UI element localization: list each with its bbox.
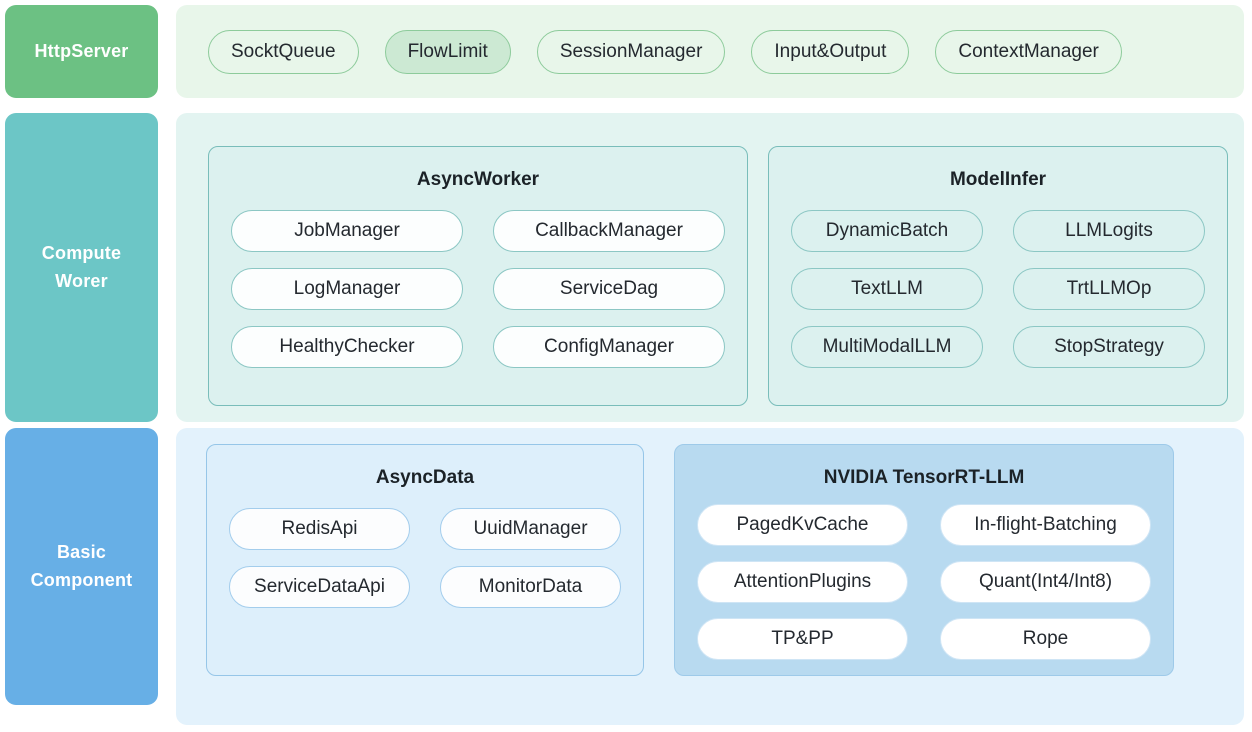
component-label: LLMLogits: [1065, 220, 1153, 241]
component-label: SocktQueue: [231, 40, 336, 62]
group-async-worker: AsyncWorker JobManager CallbackManager L…: [208, 146, 748, 406]
component-monitor-data[interactable]: MonitorData: [440, 566, 621, 608]
component-llm-logits[interactable]: LLMLogits: [1013, 210, 1205, 252]
category-http-server: HttpServer: [5, 5, 158, 98]
component-quant-int4-int8[interactable]: Quant(Int4/Int8): [940, 561, 1151, 603]
component-stop-strategy[interactable]: StopStrategy: [1013, 326, 1205, 368]
component-service-dag[interactable]: ServiceDag: [493, 268, 725, 310]
component-label: TextLLM: [851, 278, 923, 299]
component-config-manager[interactable]: ConfigManager: [493, 326, 725, 368]
component-rope[interactable]: Rope: [940, 618, 1151, 660]
component-label: TrtLLMOp: [1066, 278, 1152, 299]
component-trt-llm-op[interactable]: TrtLLMOp: [1013, 268, 1205, 310]
category-compute-worker-label-line2: Worer: [55, 270, 108, 291]
component-label: ServiceDataApi: [254, 576, 385, 597]
component-context-manager[interactable]: ContextManager: [935, 29, 1122, 74]
component-label: In-flight-Batching: [974, 514, 1117, 535]
component-healthy-checker[interactable]: HealthyChecker: [231, 326, 463, 368]
component-redis-api[interactable]: RedisApi: [229, 508, 410, 550]
component-callback-manager[interactable]: CallbackManager: [493, 210, 725, 252]
component-dynamic-batch[interactable]: DynamicBatch: [791, 210, 983, 252]
component-label: ConfigManager: [544, 336, 674, 357]
component-multi-modal-llm[interactable]: MultiModalLLM: [791, 326, 983, 368]
basic-component-band: AsyncData RedisApi UuidManager ServiceDa…: [176, 428, 1244, 725]
group-nvidia-tensorrt-llm-title: NVIDIA TensorRT-LLM: [823, 467, 1025, 488]
component-label: Rope: [1022, 628, 1069, 649]
component-label: ServiceDag: [559, 278, 659, 299]
component-flow-limit[interactable]: FlowLimit: [384, 29, 511, 74]
component-label: TP&PP: [771, 628, 834, 649]
component-session-manager[interactable]: SessionManager: [536, 29, 726, 74]
component-label: AttentionPlugins: [733, 571, 872, 592]
group-nvidia-tensorrt-llm-items: PagedKvCache In-flight-Batching Attentio…: [697, 504, 1151, 660]
component-in-flight-batching[interactable]: In-flight-Batching: [940, 504, 1151, 546]
group-model-infer-items: DynamicBatch LLMLogits TextLLM TrtLLMOp …: [791, 210, 1205, 387]
component-label: SessionManager: [559, 40, 703, 62]
component-sockt-queue[interactable]: SocktQueue: [208, 29, 359, 74]
component-label: HealthyChecker: [279, 336, 415, 357]
group-async-data-items: RedisApi UuidManager ServiceDataApi Moni…: [229, 508, 621, 657]
component-label: ContextManager: [958, 40, 1099, 62]
component-label: UuidManager: [473, 518, 588, 539]
category-basic-component-label-line2: Component: [30, 569, 133, 590]
component-label: DynamicBatch: [825, 220, 949, 241]
group-async-data-title: AsyncData: [375, 467, 475, 488]
component-paged-kv-cache[interactable]: PagedKvCache: [697, 504, 908, 546]
category-basic-component: Basic Component: [5, 428, 158, 705]
component-label: RedisApi: [281, 518, 358, 539]
component-label: Input&Output: [774, 40, 887, 62]
component-text-llm[interactable]: TextLLM: [791, 268, 983, 310]
component-attention-plugins[interactable]: AttentionPlugins: [697, 561, 908, 603]
component-log-manager[interactable]: LogManager: [231, 268, 463, 310]
component-service-data-api[interactable]: ServiceDataApi: [229, 566, 410, 608]
component-uuid-manager[interactable]: UuidManager: [440, 508, 621, 550]
component-label: MultiModalLLM: [822, 336, 952, 357]
component-label: StopStrategy: [1054, 336, 1164, 357]
http-server-band: SocktQueue FlowLimit SessionManager Inpu…: [176, 5, 1244, 98]
group-model-infer-title: ModelInfer: [949, 169, 1047, 190]
category-compute-worker-label-line1: Compute: [41, 242, 122, 263]
category-http-server-label: HttpServer: [34, 40, 129, 61]
category-compute-worker: Compute Worer: [5, 113, 158, 422]
component-label: FlowLimit: [407, 40, 488, 62]
group-async-worker-title: AsyncWorker: [416, 169, 540, 190]
category-basic-component-label-line1: Basic: [56, 541, 107, 562]
component-tp-pp[interactable]: TP&PP: [697, 618, 908, 660]
component-job-manager[interactable]: JobManager: [231, 210, 463, 252]
component-label: PagedKvCache: [736, 514, 869, 535]
group-async-worker-items: JobManager CallbackManager LogManager Se…: [231, 210, 725, 387]
compute-worker-band: AsyncWorker JobManager CallbackManager L…: [176, 113, 1244, 422]
component-label: Quant(Int4/Int8): [978, 571, 1113, 592]
component-label: JobManager: [294, 220, 400, 241]
group-nvidia-tensorrt-llm: NVIDIA TensorRT-LLM PagedKvCache In-flig…: [674, 444, 1174, 676]
component-label: CallbackManager: [535, 220, 683, 241]
component-label: MonitorData: [478, 576, 583, 597]
component-label: LogManager: [293, 278, 401, 299]
group-model-infer: ModelInfer DynamicBatch LLMLogits TextLL…: [768, 146, 1228, 406]
component-input-output[interactable]: Input&Output: [751, 29, 910, 74]
group-async-data: AsyncData RedisApi UuidManager ServiceDa…: [206, 444, 644, 676]
